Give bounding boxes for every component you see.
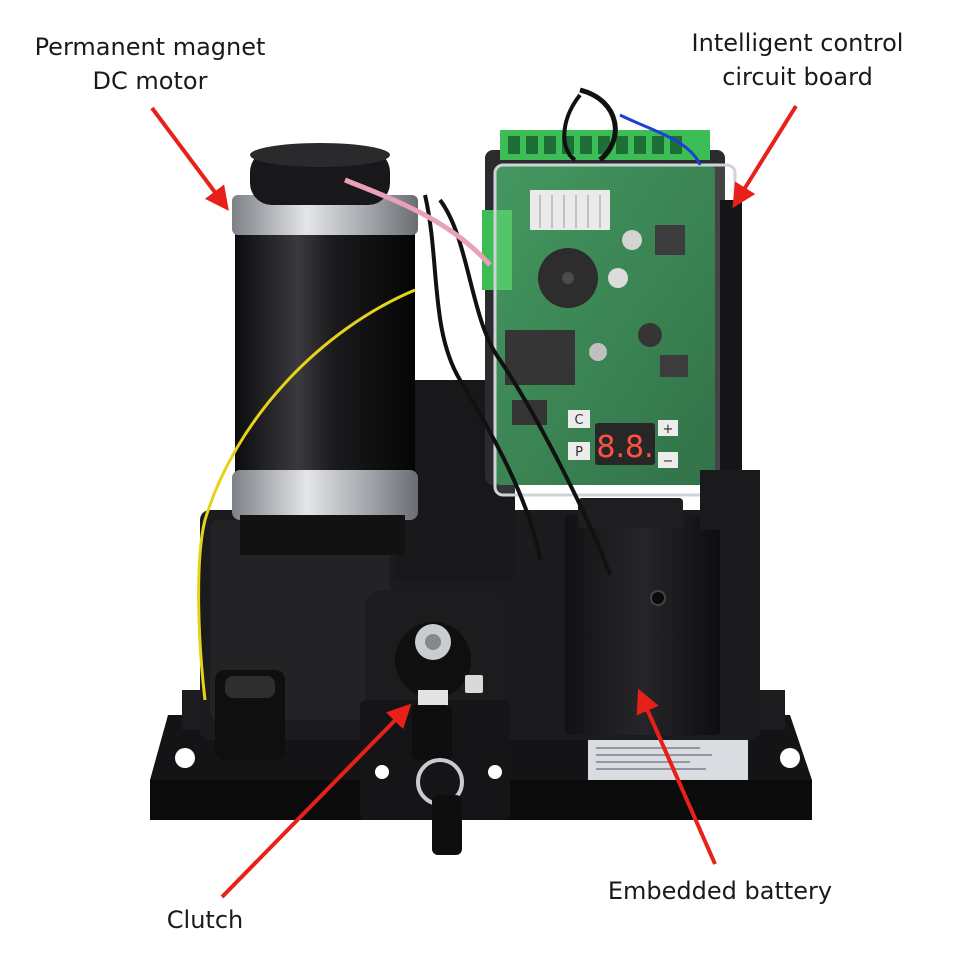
svg-text:C: C (574, 413, 583, 428)
button-minus (658, 452, 678, 468)
led-display (595, 423, 655, 465)
clutch-arrow (220, 703, 412, 899)
mounting-hole (780, 748, 800, 768)
board-arrow (732, 104, 798, 209)
label-battery: Embedded battery (607, 877, 833, 905)
clutch-assembly (360, 590, 510, 855)
wiring (197, 87, 702, 701)
label-motor: Permanent magnet DC motor (34, 33, 266, 95)
label-control-board: Intelligent control circuit board (691, 29, 904, 91)
dc-motor (232, 143, 418, 555)
motor-flange (232, 470, 418, 520)
svg-text:−: − (663, 454, 674, 469)
display-digits: 8.8. (596, 430, 653, 465)
heatsink (530, 190, 610, 230)
button-p (568, 442, 590, 460)
button-c (568, 410, 590, 428)
key-head (412, 705, 452, 760)
svg-text:P: P (575, 445, 583, 460)
control-board: 8.8. C P + − (482, 130, 760, 530)
mounting-hole (175, 748, 195, 768)
svg-text:+: + (663, 422, 674, 437)
battery-arrow (636, 688, 717, 865)
transparent-cover (493, 163, 737, 497)
button-plus (658, 420, 678, 436)
annotation-arrows (150, 104, 798, 899)
label-clutch: Clutch (166, 906, 244, 934)
motor-arrow (150, 106, 229, 211)
